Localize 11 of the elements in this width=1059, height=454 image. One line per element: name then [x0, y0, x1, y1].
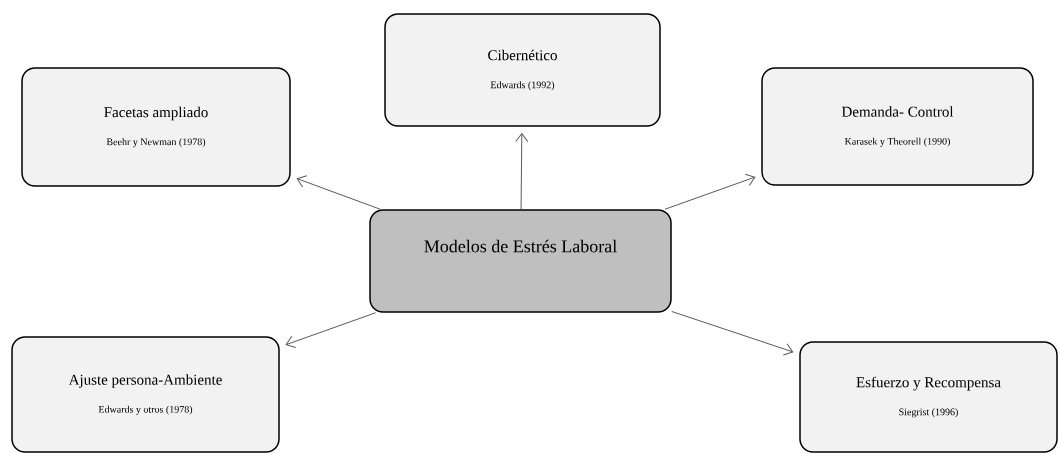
arrow	[285, 312, 377, 349]
arrow	[296, 175, 381, 210]
model-box: Facetas ampliado Beehr y Newman (1978)	[21, 67, 291, 187]
arrow	[664, 173, 756, 210]
model-box: Esfuerzo y Recompensa Siegrist (1996)	[799, 341, 1058, 453]
model-box: Ajuste persona-Ambiente Edwards y otros (1978)	[11, 336, 280, 453]
model-box: Cibernético Edwards (1992)	[384, 13, 661, 127]
arrow	[515, 133, 529, 210]
model-box: Demanda- Control Karasek y Theorell (1990)	[761, 67, 1034, 186]
central-box: Modelos de Estrés Laboral	[369, 209, 672, 313]
arrow	[671, 310, 794, 356]
